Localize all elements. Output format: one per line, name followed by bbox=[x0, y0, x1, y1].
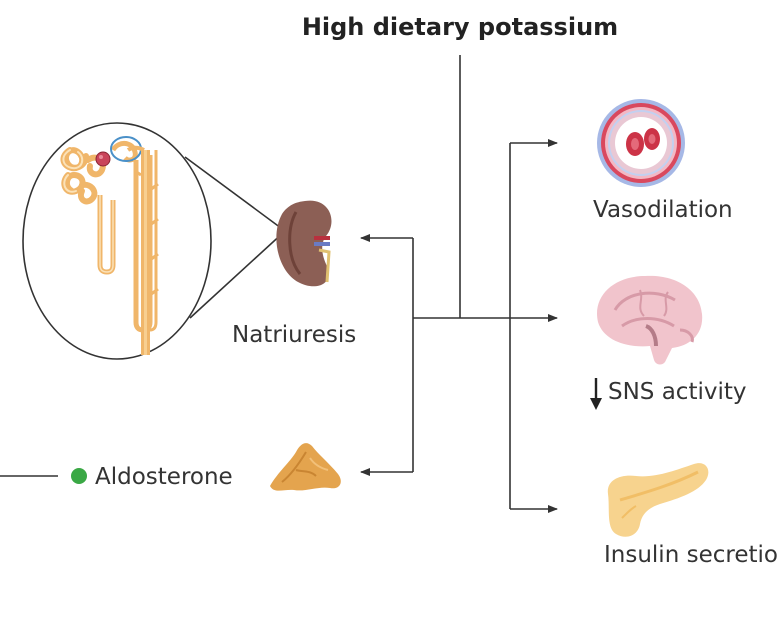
pancreas-icon bbox=[607, 463, 709, 537]
adrenal-gland-icon bbox=[270, 443, 341, 491]
zoom-line-top bbox=[184, 156, 286, 232]
aldosterone-dot bbox=[71, 468, 87, 484]
kidney-icon bbox=[276, 200, 332, 287]
vasodilation-label: Vasodilation bbox=[593, 197, 733, 223]
zoom-line-bottom bbox=[189, 230, 286, 319]
diagram-title: High dietary potassium bbox=[302, 13, 618, 41]
aldosterone-label: Aldosterone bbox=[95, 464, 233, 490]
down-arrow-icon bbox=[590, 378, 602, 410]
brain-icon bbox=[597, 275, 703, 365]
sns-activity-label: SNS activity bbox=[608, 379, 747, 405]
natriuresis-label: Natriuresis bbox=[232, 322, 356, 348]
nephron-icon bbox=[22, 122, 212, 360]
insulin-secretion-label: Insulin secretion bbox=[604, 542, 780, 568]
blood-vessel-icon bbox=[597, 99, 685, 187]
connector-lines bbox=[0, 55, 558, 513]
